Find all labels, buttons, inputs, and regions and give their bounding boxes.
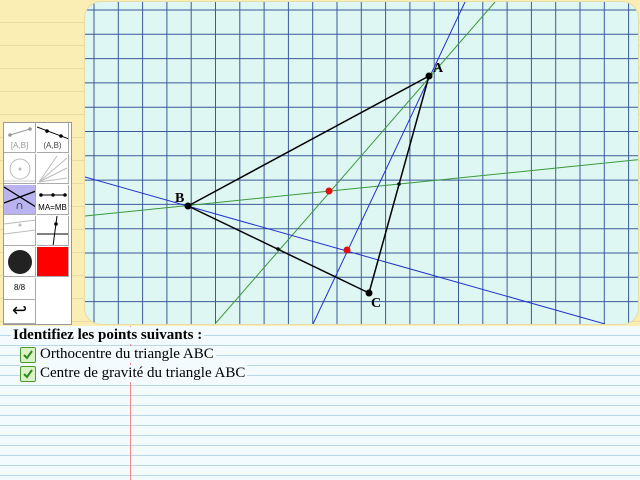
task-label: Orthocentre du triangle ABC (40, 346, 214, 362)
page-label: 8/8 (13, 283, 26, 292)
task-item: Orthocentre du triangle ABC (20, 346, 216, 363)
undo-button[interactable]: ↩ (4, 300, 36, 324)
margin-line (130, 326, 131, 480)
circle-icon (4, 158, 35, 182)
midpoint-tool-label: MA=MB (38, 203, 67, 212)
instructions-panel: Identifiez les points suivants : Orthoce… (0, 326, 640, 480)
intersection-icon (4, 186, 35, 208)
geometry-drawing[interactable]: A B C (85, 2, 638, 324)
circle-tool[interactable] (4, 154, 36, 184)
line-icon (37, 126, 68, 140)
line-tool[interactable]: (A,B) (37, 123, 69, 153)
ray-fan-icon (38, 155, 68, 183)
label-c: C (371, 296, 381, 311)
midpoint-tool[interactable]: MA=MB (37, 185, 69, 215)
ray-tool[interactable] (37, 154, 69, 184)
undo-icon: ↩ (11, 300, 28, 320)
geometry-canvas[interactable]: A B C (85, 2, 638, 324)
segment-tool[interactable]: [A,B] (4, 123, 36, 153)
checkmark-icon (20, 365, 36, 382)
perpendicular-tool[interactable] (37, 216, 69, 246)
altitude-line-blue-2 (312, 2, 466, 324)
parallel-lines-icon (4, 219, 35, 235)
tool-palette: [A,B] (A,B) ∩ MA=MB 8/8 ↩ (3, 122, 72, 325)
midpoint-mark (276, 247, 280, 251)
vertex-a[interactable] (425, 72, 433, 80)
black-dot-icon (8, 250, 32, 274)
grid (85, 2, 638, 324)
color-black-tool[interactable] (4, 247, 36, 277)
segment-tool-label: [A,B] (10, 141, 29, 150)
label-b: B (175, 191, 184, 206)
median-line-green (85, 159, 638, 217)
median-line-green-2 (214, 2, 496, 324)
task-item: Centre de gravité du triangle ABC (20, 365, 248, 382)
label-a: A (433, 61, 444, 76)
centroid-point[interactable] (325, 187, 333, 195)
line-tool-label: (A,B) (43, 141, 62, 150)
midpoint-mark (397, 182, 401, 186)
intersection-tool[interactable]: ∩ (4, 185, 36, 215)
vertex-c[interactable] (365, 289, 373, 297)
parallel-tool[interactable] (4, 216, 36, 246)
instructions-title: Identifiez les points suivants : (11, 327, 205, 344)
intersection-tool-label: ∩ (15, 198, 24, 212)
midpoint-icon (39, 193, 67, 197)
perpendicular-icon (37, 216, 68, 245)
orthocenter-point[interactable] (343, 246, 351, 254)
checkmark-icon (20, 346, 36, 363)
side-ab (187, 75, 430, 207)
page-indicator: 8/8 (4, 278, 36, 300)
task-label: Centre de gravité du triangle ABC (40, 365, 246, 381)
color-red-tool[interactable] (37, 247, 69, 277)
vertex-b[interactable] (184, 202, 192, 210)
segment-icon (8, 127, 32, 137)
